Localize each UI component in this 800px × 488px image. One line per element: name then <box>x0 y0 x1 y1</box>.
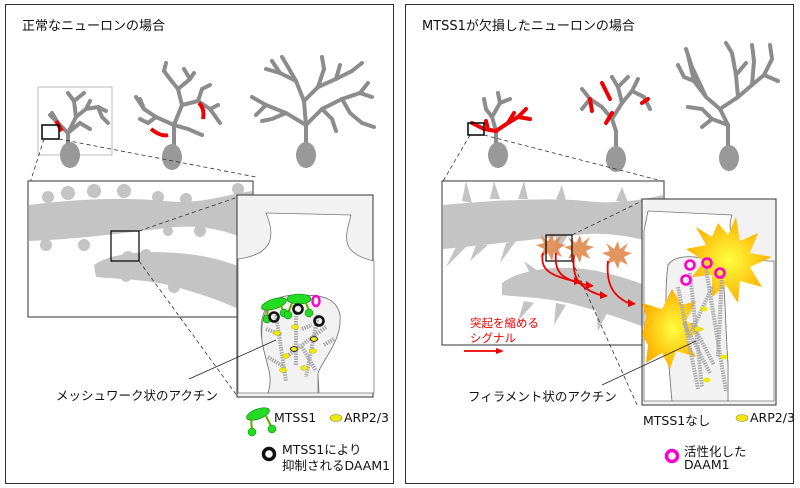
arp23-markers <box>273 324 318 373</box>
no-mtss1-legend-label: MTSS1なし <box>643 413 711 428</box>
daam1-inhibited <box>268 303 325 327</box>
daam1-active <box>680 257 726 286</box>
mtss1-legend-icon <box>246 407 277 437</box>
mtss1-legend-label: MTSS1 <box>274 410 317 425</box>
arp23-legend-icon <box>735 414 749 422</box>
neuron-medium <box>580 75 652 147</box>
dendrite-shapes <box>29 183 252 315</box>
pointer-line <box>601 340 697 386</box>
soma <box>162 144 182 170</box>
daam1-legend-line2: DAAM1 <box>684 457 730 472</box>
neuron-small <box>482 91 512 145</box>
signal-label-line1: 突起を縮める <box>470 316 539 330</box>
spine-zoom-box <box>110 230 140 262</box>
daam1-legend-line2: 抑制されるDAAM1 <box>282 458 391 473</box>
neuron-medium <box>134 61 222 147</box>
arp23-legend-label: ARP2/3 <box>344 410 389 425</box>
retracting-branches <box>470 107 532 133</box>
panel-title: 正常なニューロンの場合 <box>22 19 166 34</box>
pointer-line <box>188 339 277 380</box>
filament-actin-label: フィラメント状のアクチン <box>468 389 617 404</box>
retracting-branches <box>588 81 650 125</box>
arp23-legend-icon <box>329 414 343 422</box>
panel-title: MTSS1が欠損したニューロンの場合 <box>422 19 635 34</box>
mtss1-deficient-illustration <box>441 41 780 464</box>
zoom-box <box>41 124 60 140</box>
neuron-small <box>48 91 110 147</box>
retracting-segment <box>197 101 206 120</box>
spine-zoom-box <box>545 234 573 262</box>
normal-neuron-panel: 正常なニューロンの場合 <box>5 4 394 484</box>
soma <box>296 142 316 168</box>
neuron-large <box>676 41 780 147</box>
normal-neuron-illustration <box>27 55 376 462</box>
arrow-heads <box>496 277 636 354</box>
neuron-large <box>250 55 376 147</box>
daam1-legend-line1: 活性化した <box>684 444 747 459</box>
arp23-markers <box>694 306 728 383</box>
soma <box>60 142 80 168</box>
soma <box>606 146 626 172</box>
daam1-legend-line1: MTSS1により <box>282 442 362 457</box>
mtss1-molecules <box>261 293 314 324</box>
soma <box>488 142 508 168</box>
daam1-active <box>311 294 321 308</box>
zoom-box <box>467 122 485 136</box>
activity-burst <box>686 217 772 303</box>
mtss1-deficient-panel: MTSS1が欠損したニューロンの場合 <box>405 4 795 484</box>
signal-label-line2: シグナル <box>470 331 516 345</box>
arp23-legend-label: ARP2/3 <box>750 410 795 425</box>
daam1-inhibited-legend-icon <box>261 446 277 462</box>
retracting-segment <box>149 127 169 138</box>
soma <box>719 145 739 171</box>
dendrite-shapes <box>443 181 663 335</box>
daam1-active-legend-icon <box>664 448 680 464</box>
mesh-actin-label: メッシュワーク状のアクチン <box>56 388 218 403</box>
